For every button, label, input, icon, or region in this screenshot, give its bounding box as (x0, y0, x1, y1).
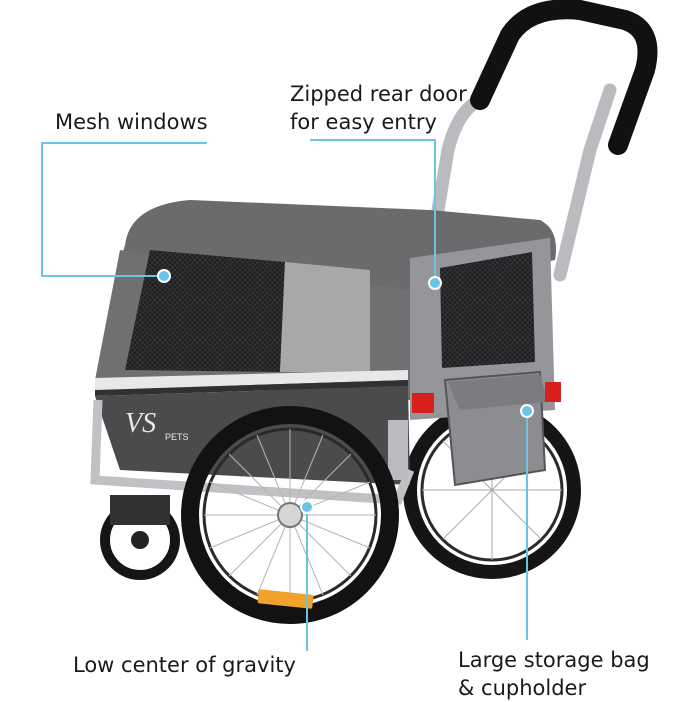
low-center-text: Low center of gravity (73, 653, 296, 677)
rear-door-line2: for easy entry (290, 110, 437, 134)
storage-line1: Large storage bag (458, 648, 650, 672)
callout-dot-storage (520, 404, 534, 418)
trailer-body (95, 200, 561, 487)
callout-dot-mesh (157, 269, 171, 283)
label-rear-door: Zipped rear door for easy entry (290, 80, 467, 136)
label-mesh-windows: Mesh windows (55, 108, 208, 136)
svg-text:PETS: PETS (165, 432, 189, 442)
mesh-windows-text: Mesh windows (55, 110, 208, 134)
rear-door-line1: Zipped rear door (290, 82, 467, 106)
label-storage-bag: Large storage bag & cupholder (458, 646, 650, 702)
vs-pets-logo: VS (125, 408, 156, 439)
label-low-center: Low center of gravity (73, 651, 296, 679)
callout-mesh-windows (41, 142, 207, 277)
push-handle (421, 0, 658, 282)
callout-rear-door (310, 139, 436, 283)
storage-line2: & cupholder (458, 676, 587, 700)
side-mesh-window (125, 250, 285, 372)
aluminum-frame (90, 399, 415, 505)
right-reflector (545, 382, 561, 402)
callout-lines (41, 139, 528, 651)
callout-dot-gravity (300, 500, 314, 514)
main-left-wheel (181, 406, 399, 624)
front-caster-wheel (100, 495, 180, 580)
callout-dot-door (428, 276, 442, 290)
wheel-reflector (257, 589, 314, 609)
rear-door-mesh (440, 252, 535, 368)
left-reflector (412, 393, 434, 413)
